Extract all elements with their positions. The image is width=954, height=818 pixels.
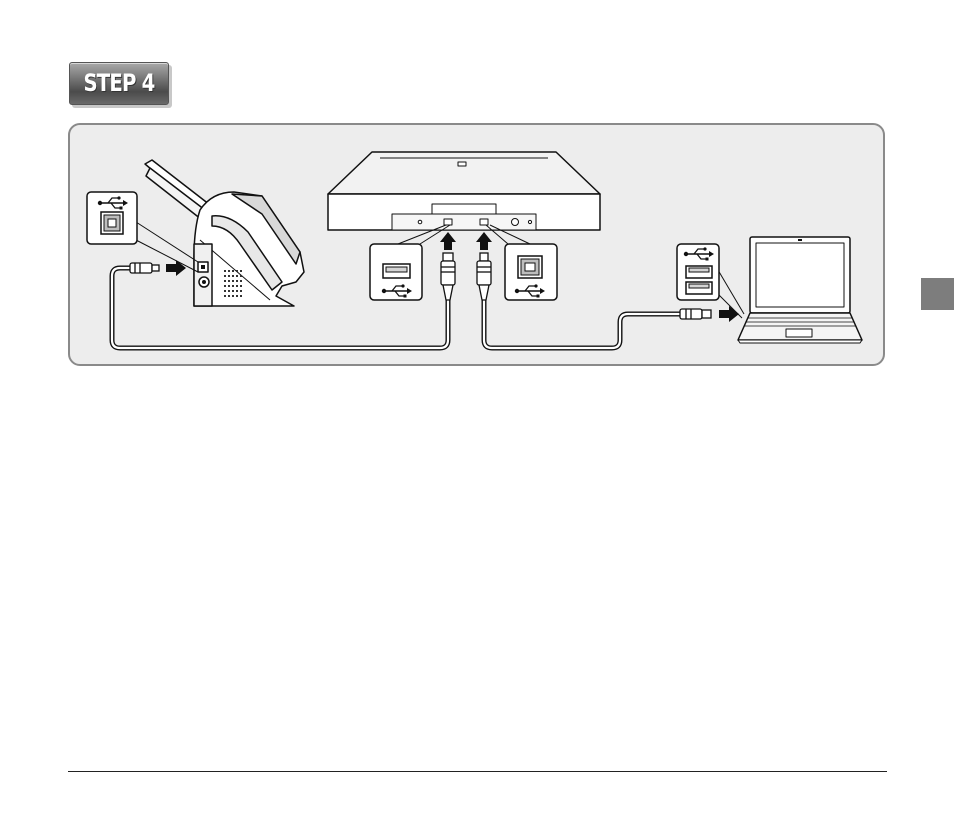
arrow-up-icon — [476, 232, 492, 250]
callout-usb-a-port — [370, 225, 450, 300]
arrow-right-icon — [719, 306, 739, 322]
callout-usb-b-port-flatbed — [486, 225, 557, 300]
flatbed-usb-a-port — [444, 219, 452, 225]
chapter-tab — [921, 278, 954, 310]
flatbed-usb-b-port — [480, 219, 488, 225]
usb-b-plug-scanner — [130, 263, 159, 273]
usb-a-plug-flatbed — [441, 253, 455, 300]
usb-a-plug-laptop — [680, 309, 711, 319]
laptop-computer — [738, 237, 862, 343]
document-scanner — [145, 160, 304, 306]
callout-usb-ports-laptop — [677, 244, 744, 318]
usb-b-plug-flatbed — [477, 253, 491, 300]
arrow-up-icon — [440, 232, 456, 250]
cable-flatbed-to-laptop — [484, 300, 680, 348]
flatbed-scanner — [328, 152, 600, 230]
footer-rule — [68, 771, 887, 772]
arrow-right-icon — [166, 260, 186, 276]
